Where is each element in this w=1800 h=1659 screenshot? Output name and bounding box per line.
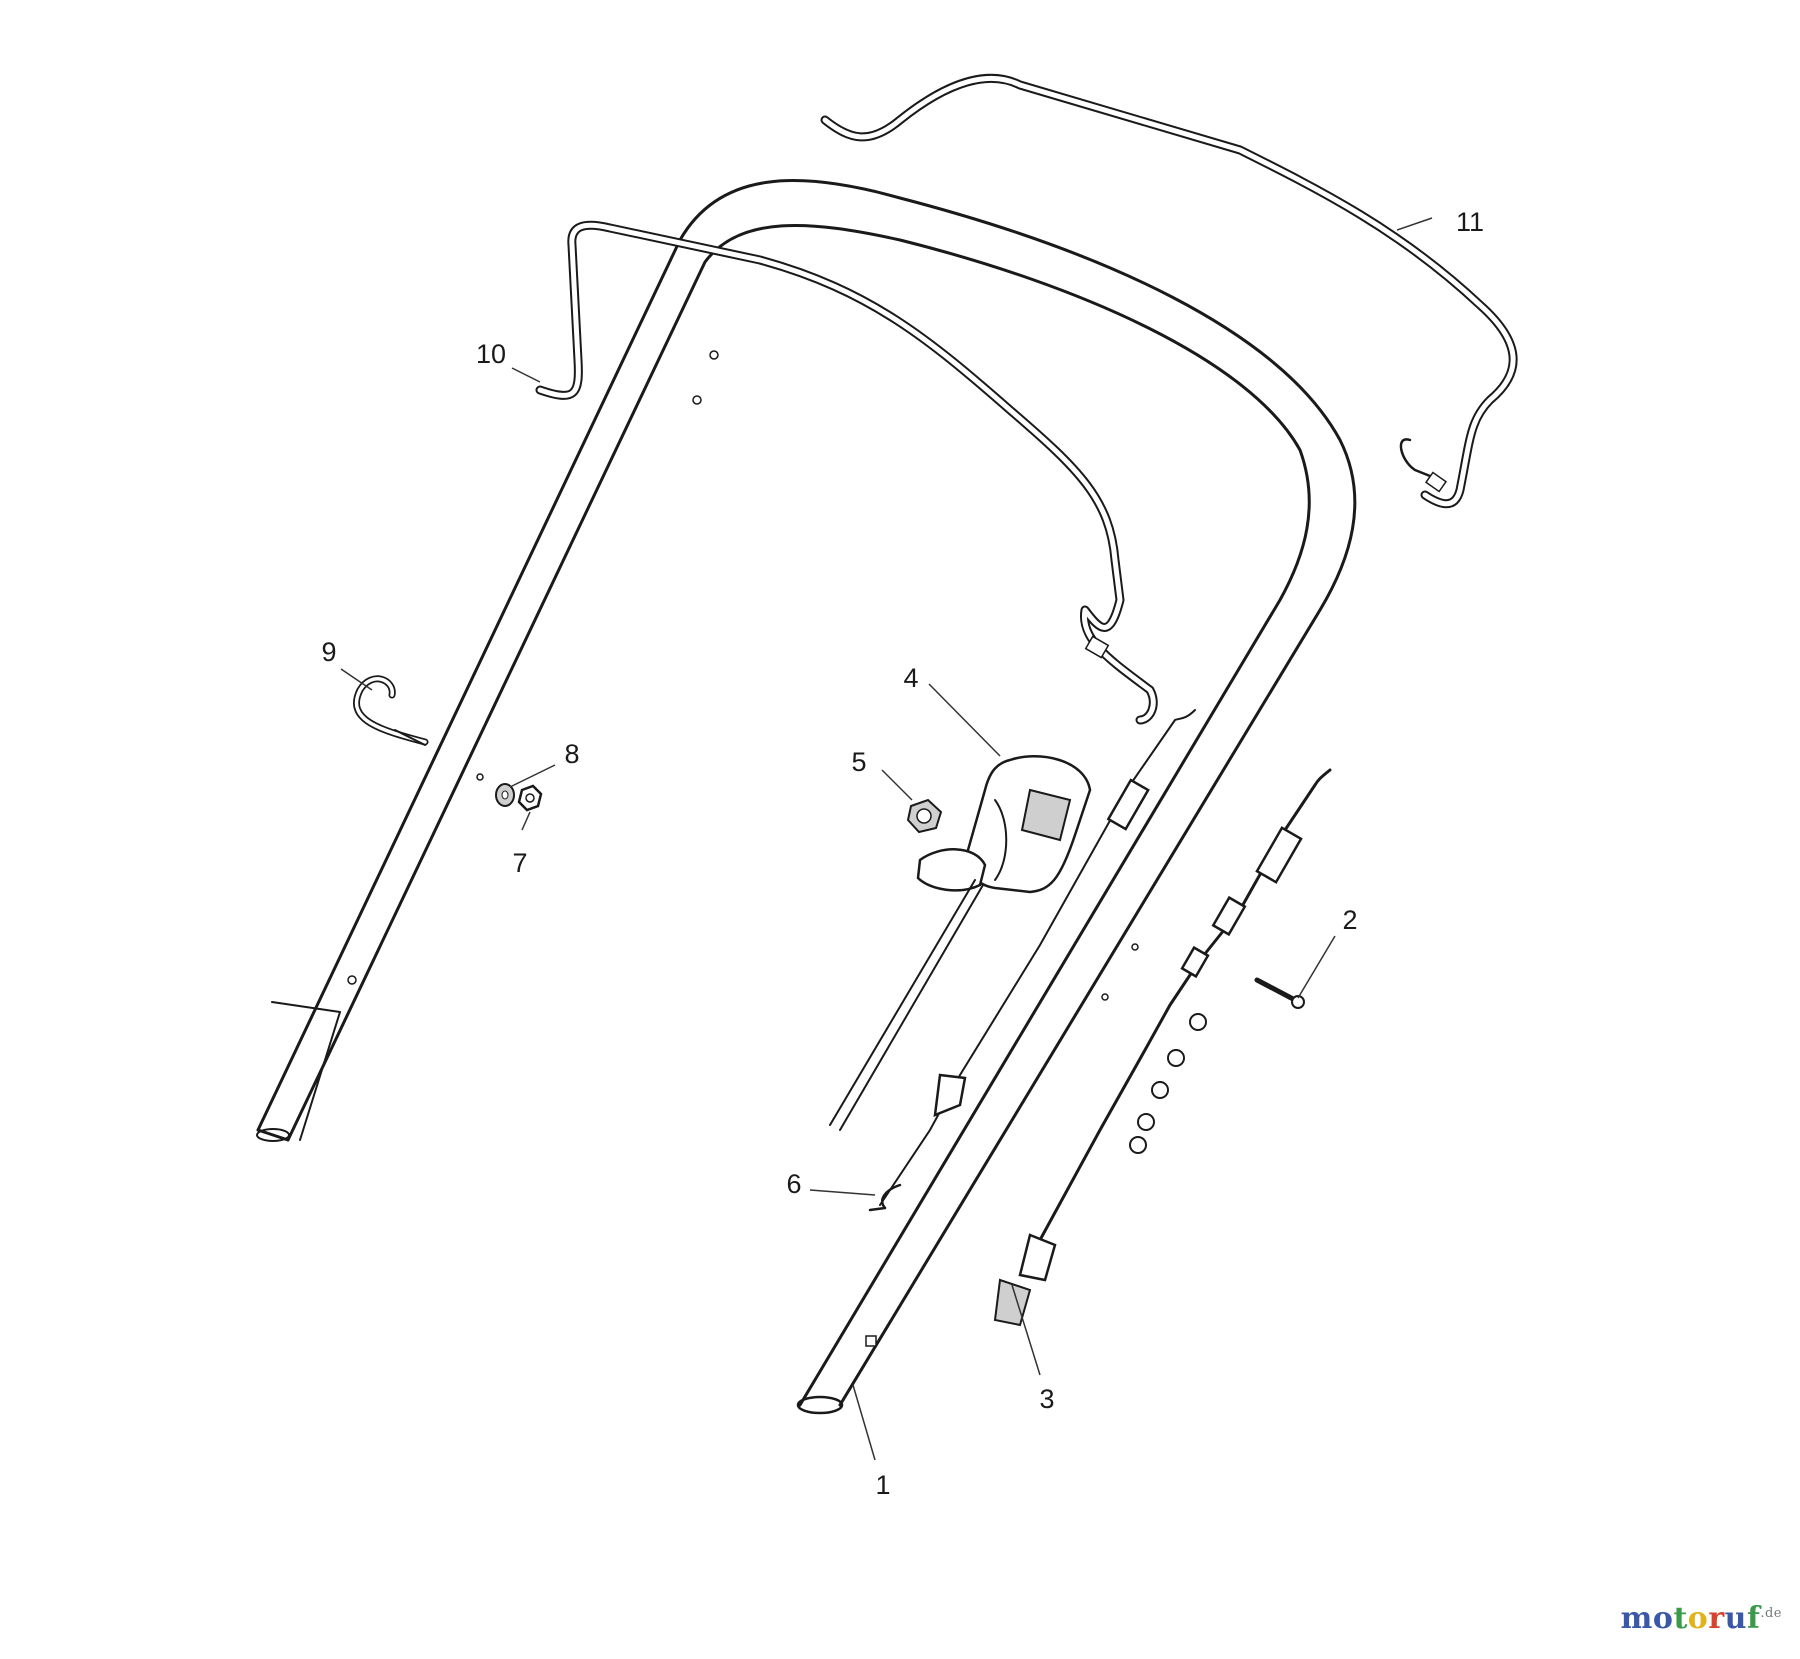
- watermark-letter: o: [1687, 1601, 1709, 1636]
- control-lever-drawing: [916, 755, 1092, 894]
- callout-labels: 1 2 3 4 5 6 7 8 9 10 11: [321, 207, 1484, 1500]
- watermark-suffix: .de: [1760, 1606, 1782, 1621]
- watermark-letter: r: [1708, 1601, 1725, 1636]
- screw-drawing: [1254, 977, 1305, 1009]
- washer-nut-drawing: [495, 783, 543, 812]
- watermark-letter: o: [1652, 1601, 1674, 1636]
- callout-10: 10: [476, 339, 506, 369]
- callout-9: 9: [321, 637, 336, 667]
- handle-tube: [256, 179, 1357, 1415]
- cables-drawing: [829, 709, 1332, 1327]
- callout-5: 5: [851, 747, 866, 777]
- watermark-letter: f: [1746, 1601, 1761, 1636]
- small-washers-drawing: [1129, 1013, 1207, 1154]
- callout-2: 2: [1342, 905, 1357, 935]
- watermark-letter: m: [1620, 1601, 1653, 1636]
- callout-7: 7: [512, 848, 527, 878]
- front-bail-bar-drawing: [535, 220, 1158, 725]
- callout-8: 8: [564, 739, 579, 769]
- rear-bail-bar-drawing: [820, 74, 1518, 509]
- hook-bolt-drawing: [353, 675, 429, 746]
- callout-4: 4: [903, 663, 918, 693]
- watermark-letter: u: [1724, 1601, 1747, 1636]
- leader-lines: [340, 217, 1433, 1461]
- watermark-letter: t: [1673, 1601, 1688, 1636]
- callout-3: 3: [1039, 1384, 1054, 1414]
- callout-11: 11: [1456, 207, 1484, 237]
- nut-5-drawing: [906, 798, 943, 834]
- callout-6: 6: [786, 1169, 801, 1199]
- callout-1: 1: [875, 1470, 890, 1500]
- motoruf-watermark-logo: motoruf.de: [1621, 1601, 1782, 1636]
